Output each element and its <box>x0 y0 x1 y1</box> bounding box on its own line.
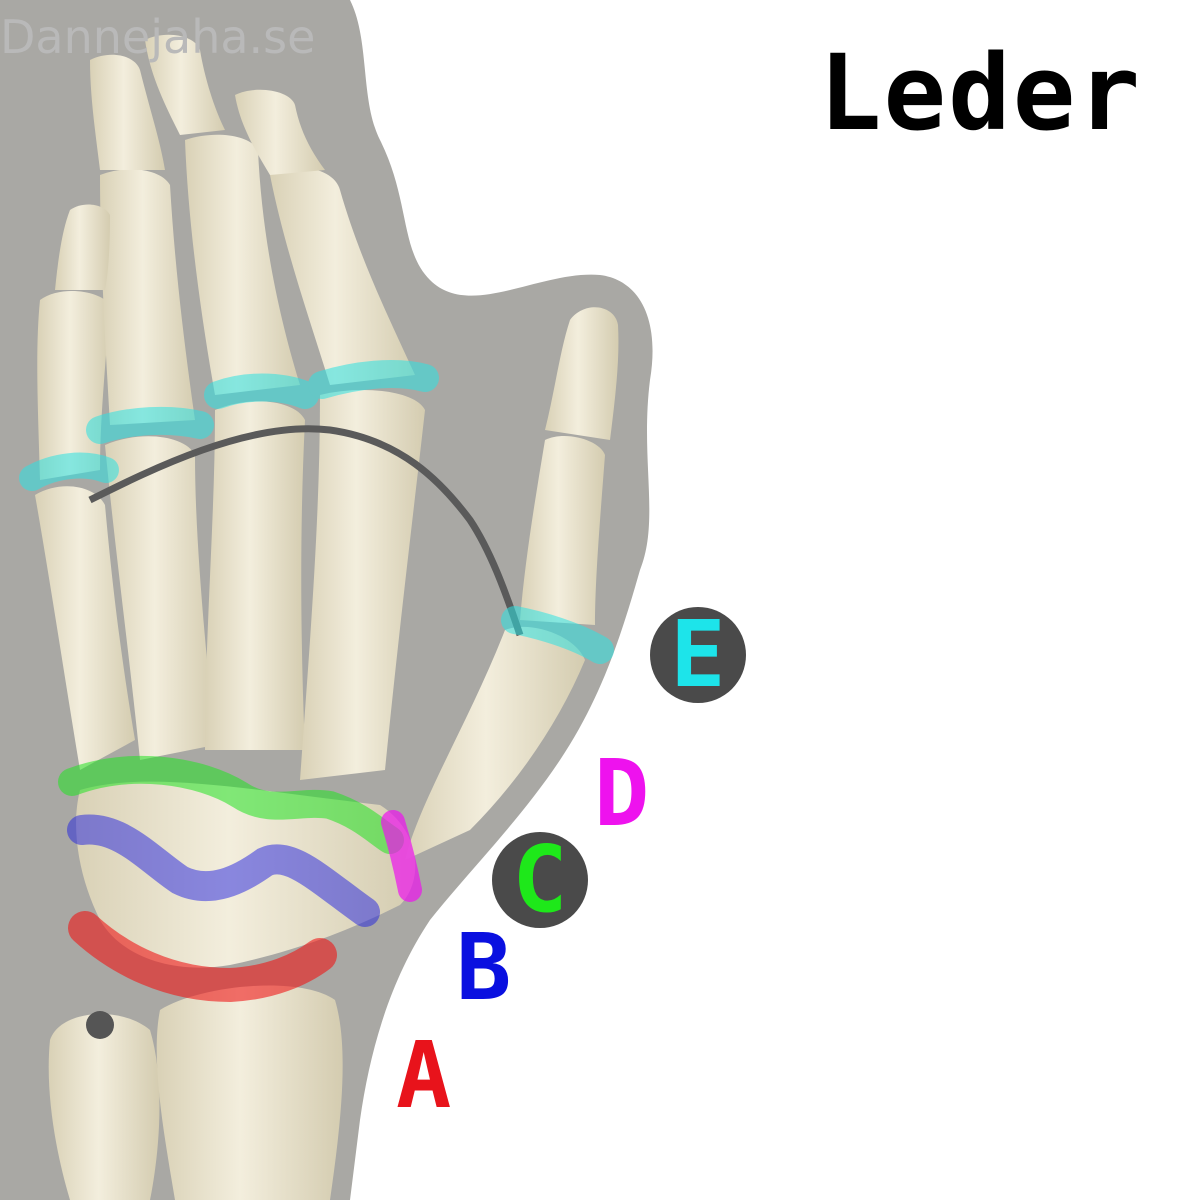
metacarpal-4 <box>105 436 215 760</box>
ulna-bone <box>48 1013 160 1200</box>
finger-5-phalanx <box>37 290 110 480</box>
joint-highlight-D <box>381 810 422 902</box>
joint-highlight-E <box>19 360 614 664</box>
metacarpal-1 <box>405 626 585 860</box>
joint-label-e: E <box>670 601 726 708</box>
finger-4-phalanx <box>100 169 195 425</box>
metacarpal-2 <box>300 390 425 780</box>
watermark-text: Dannejaha.se <box>0 10 316 64</box>
metacarpal-3 <box>205 401 305 750</box>
metacarpal-5 <box>35 486 135 770</box>
finger-3-tip <box>145 34 225 135</box>
wire-screw <box>86 1011 114 1039</box>
spring-wire <box>88 425 524 637</box>
joint-highlight-A <box>68 911 337 1003</box>
finger-2-phalanx <box>270 167 415 385</box>
thumb-tip <box>545 307 619 440</box>
finger-4-tip <box>90 54 165 170</box>
diagram-title: Leder <box>818 32 1142 154</box>
joint-label-d: D <box>594 740 650 847</box>
joint-label-c: C <box>512 826 568 933</box>
joint-label-a: A <box>396 1022 452 1129</box>
finger-5-tip <box>55 204 110 290</box>
joint-label-b: B <box>456 914 512 1021</box>
joint-highlight-B <box>67 814 380 927</box>
joint-badge-c: C <box>492 832 588 928</box>
finger-3-phalanx <box>185 134 300 395</box>
joint-badge-e: E <box>650 607 746 703</box>
finger-2-tip <box>235 89 325 175</box>
radius-bone <box>156 985 343 1200</box>
joint-highlight-C <box>58 755 404 854</box>
thumb-phalanx <box>520 435 605 625</box>
